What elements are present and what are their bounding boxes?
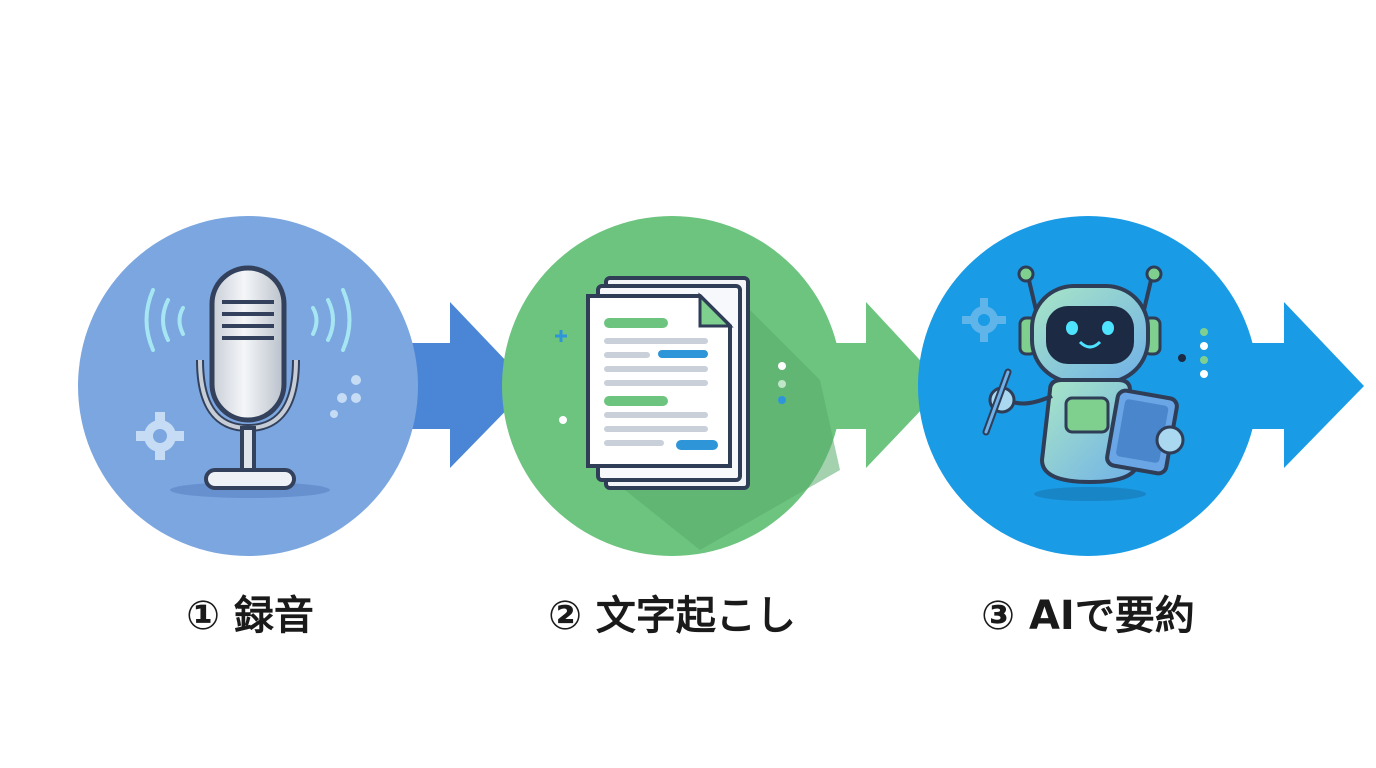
robot-icon [982,265,1185,485]
decor-sparkles-2 [555,330,786,424]
gear-icon [962,298,1006,342]
step-2-label: ② 文字起こし [548,593,796,639]
step-1 [78,216,530,556]
gear-icon [136,412,184,460]
arrow-3 [1240,302,1364,468]
step-3-label: ③ AIで要約 [981,593,1195,639]
step-2 [502,216,944,556]
step-3 [918,216,1364,556]
decor-dots-1 [330,375,361,418]
microphone-icon [144,265,352,490]
step-1-label: ① 録音 [186,593,314,639]
decor-dots-3 [1178,328,1208,378]
document-icon [586,276,750,490]
